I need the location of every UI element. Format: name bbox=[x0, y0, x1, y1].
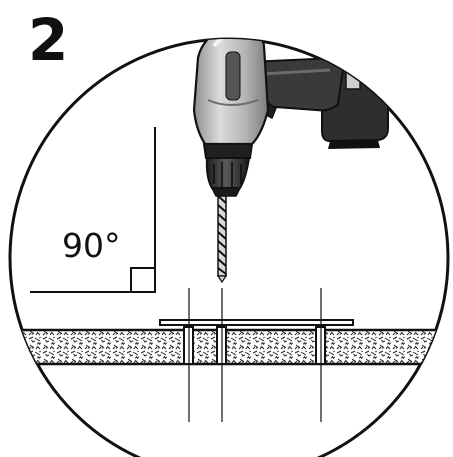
cordless-drill-icon bbox=[192, 39, 389, 197]
board-panel bbox=[10, 328, 448, 366]
step-number: 2 bbox=[28, 6, 68, 74]
angle-label: 90° bbox=[62, 226, 121, 265]
guide-lines bbox=[188, 288, 322, 422]
drilling-template bbox=[159, 319, 354, 326]
right-angle-icon bbox=[30, 127, 156, 293]
drill-bit bbox=[216, 187, 228, 284]
